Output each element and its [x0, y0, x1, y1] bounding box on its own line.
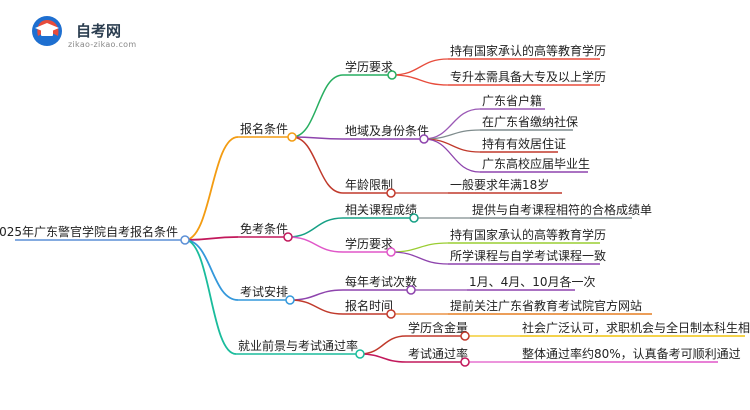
sub-node-dot[interactable]: [409, 213, 419, 223]
root-node-label: 2025年广东警官学院自考报名条件: [0, 224, 178, 239]
leaf-connector: [423, 138, 481, 173]
sub-connector: [289, 299, 344, 315]
branch-connector: [184, 236, 239, 241]
leaf-label: 广东省户籍: [482, 93, 542, 108]
sub-node-dot[interactable]: [419, 134, 429, 144]
sub-label: 学历要求: [345, 236, 393, 251]
branch-node-dot[interactable]: [355, 349, 365, 359]
sub-label: 考试通过率: [408, 346, 468, 361]
sub-node-dot[interactable]: [387, 70, 397, 80]
sub-node-dot[interactable]: [406, 285, 416, 295]
leaf-label: 整体通过率约80%，认真备考可顺利通过: [522, 346, 741, 361]
leaf-label: 一般要求年满18岁: [450, 177, 549, 192]
leaf-connector: [391, 58, 449, 76]
sub-label: 每年考试次数: [345, 274, 417, 289]
branch-node-dot[interactable]: [285, 295, 295, 305]
leaf-label: 持有国家承认的高等教育学历: [450, 227, 606, 242]
sub-connector: [291, 74, 344, 138]
sub-node-dot[interactable]: [386, 188, 396, 198]
leaf-connector: [390, 251, 449, 265]
leaf-label: 持有有效居住证: [482, 136, 566, 151]
graduation-cap-icon: [32, 16, 62, 46]
leaf-connector: [423, 138, 481, 153]
sub-connector: [287, 236, 344, 253]
sub-connector: [291, 136, 344, 140]
root-node-dot[interactable]: [180, 235, 190, 245]
branch-label: 免考条件: [240, 221, 288, 236]
branch-node-dot[interactable]: [283, 232, 293, 242]
branch-label: 就业前景与考试通过率: [238, 338, 358, 353]
sub-label: 学历含金量: [408, 320, 468, 335]
branch-connector: [184, 239, 237, 355]
branch-label: 考试安排: [240, 284, 288, 299]
sub-connector: [287, 217, 344, 238]
sub-connector: [291, 136, 344, 194]
sub-label: 相关课程成绩: [345, 202, 417, 217]
sub-node-dot[interactable]: [386, 247, 396, 257]
site-logo[interactable]: 自考网 zikao-zikao.com: [30, 14, 160, 50]
leaf-label: 1月、4月、10月各一次: [469, 274, 596, 289]
sub-label: 学历要求: [345, 59, 393, 74]
logo-subtitle: zikao-zikao.com: [68, 40, 137, 49]
sub-label: 报名时间: [345, 298, 393, 313]
leaf-label: 专升本需具备大专及以上学历: [450, 69, 606, 84]
leaf-label: 持有国家承认的高等教育学历: [450, 43, 606, 58]
sub-label: 地域及身份条件: [345, 123, 429, 138]
sub-node-dot[interactable]: [460, 357, 470, 367]
branch-connector: [184, 136, 239, 241]
sub-connector: [359, 335, 407, 355]
sub-node-dot[interactable]: [460, 331, 470, 341]
leaf-label: 所学课程与自学考试课程一致: [450, 248, 606, 263]
branch-label: 报名条件: [240, 121, 288, 136]
leaf-label: 广东高校应届毕业生: [482, 156, 590, 171]
logo-title: 自考网: [76, 22, 122, 40]
leaf-connector: [390, 242, 449, 253]
branch-connector: [184, 239, 239, 301]
leaf-connector: [391, 74, 449, 86]
leaf-label: 在广东省缴纳社保: [482, 114, 578, 129]
sub-node-dot[interactable]: [386, 309, 396, 319]
sub-connector: [359, 353, 407, 363]
sub-label: 年龄限制: [345, 178, 393, 192]
branch-node-dot[interactable]: [287, 132, 297, 142]
sub-connector: [289, 289, 344, 301]
leaf-label: 社会广泛认可，求职机会与全日制本科生相似: [522, 320, 750, 335]
leaf-label: 提前关注广东省教育考试院官方网站: [450, 298, 642, 313]
leaf-label: 提供与自考课程相符的合格成绩单: [472, 202, 652, 217]
